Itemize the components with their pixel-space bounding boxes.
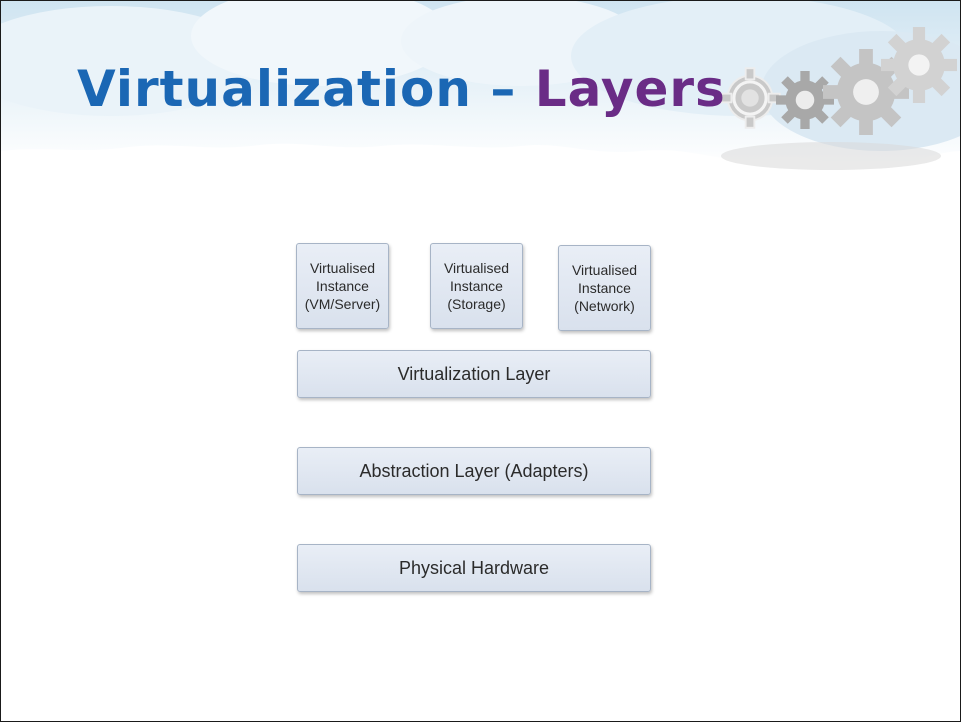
abstraction-layer-box: Abstraction Layer (Adapters) [297,447,651,495]
instance-vm-server-box: Virtualised Instance (VM/Server) [296,243,389,329]
slide-title: Virtualization – Layers [77,59,726,119]
virtualization-layer-box: Virtualization Layer [297,350,651,398]
title-separator: – [471,60,535,118]
title-part-accent: Layers [534,60,726,118]
title-part-main: Virtualization [77,60,472,118]
physical-hardware-box: Physical Hardware [297,544,651,592]
gear-icon [881,27,957,103]
instance-storage-box: Virtualised Instance (Storage) [430,243,523,329]
gear-icon [719,67,781,129]
instance-network-box: Virtualised Instance (Network) [558,245,651,331]
gear-icon [776,71,834,129]
